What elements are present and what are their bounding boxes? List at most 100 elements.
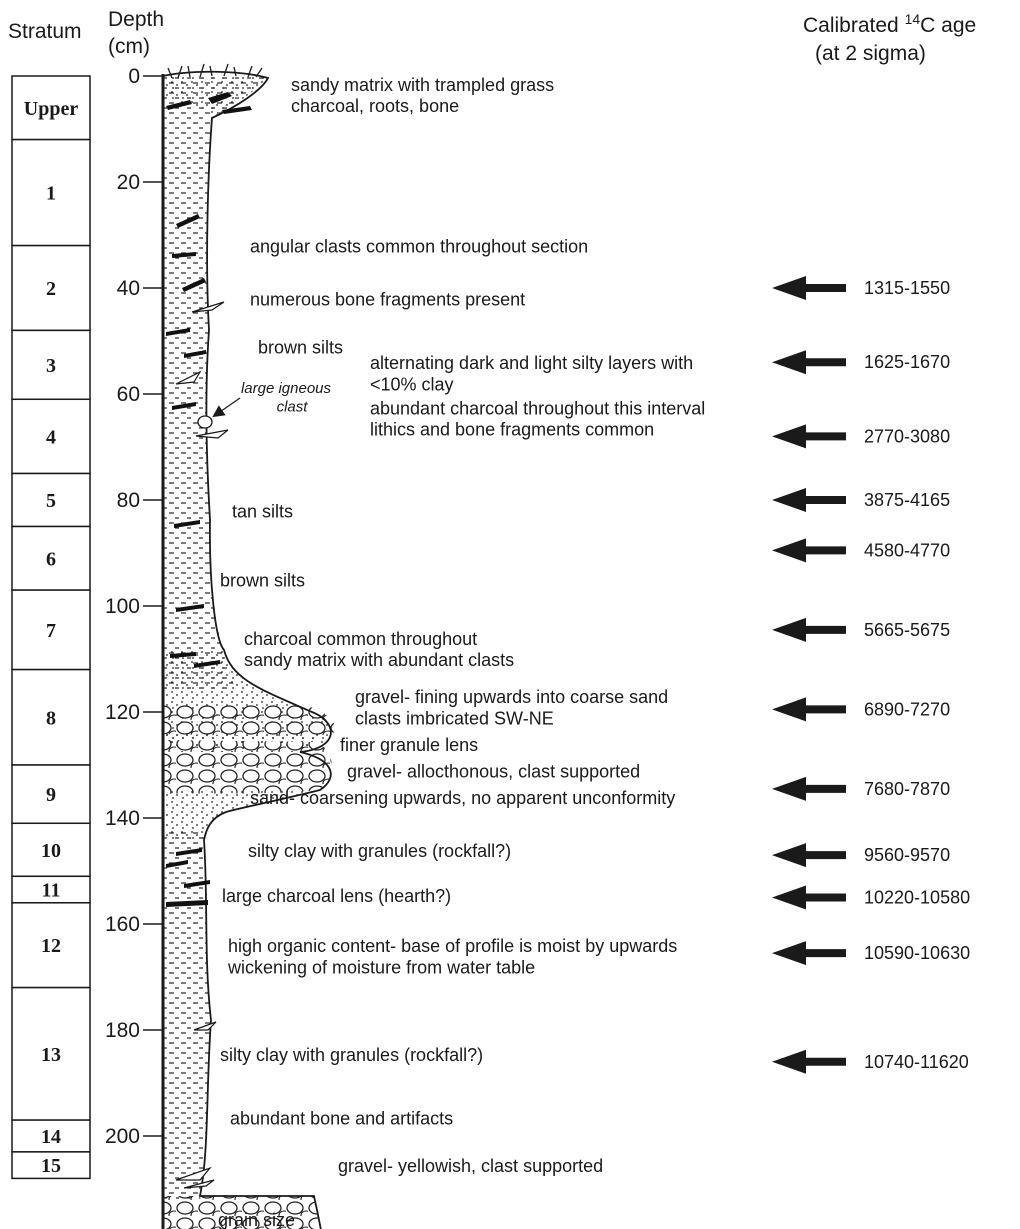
age-arrow [772,350,846,375]
annotation-text: lithics and bone fragments common [370,419,654,439]
depth-tick-label: 160 [105,913,140,936]
depth-tick-label: 140 [105,807,140,830]
annotation-text: abundant bone and artifacts [230,1108,453,1128]
stratum-cell [11,875,91,904]
stratum-cell [11,75,91,141]
age-arrow [772,776,846,801]
depth-tick-label: 0 [128,65,140,88]
annotation-text: brown silts [220,571,305,591]
stratum-label: 8 [46,707,56,729]
age-label: 3875-4165 [864,490,950,510]
annotation-text: numerous bone fragments present [250,290,525,310]
age-arrow [772,276,846,300]
depth-tick-label: 40 [117,277,140,300]
gravel-fining-unit [163,704,336,737]
depth-tick-label: 120 [105,701,140,724]
age-label: 9560-9570 [864,845,950,865]
bone-fragments [175,301,229,1189]
stratum-cell [11,589,91,671]
annotation-text: sandy matrix with abundant clasts [244,650,514,670]
annotation-text: wickening of moisture from water table [227,957,535,977]
age-label: 4580-4770 [864,540,950,560]
annotation-text: <10% clay [370,374,454,394]
age-arrow [772,941,846,966]
gravel-allochthonous-unit [163,740,332,794]
age-label: 2770-3080 [864,426,950,446]
stratum-label: 12 [41,935,61,957]
annotation-text: gravel- fining upwards into coarse sand [355,687,668,707]
age-label: 10740-11620 [864,1052,969,1072]
stratum-label: 15 [41,1155,61,1177]
stratum-label: 9 [46,784,56,806]
age-arrow [772,697,846,722]
annotation-text: large charcoal lens (hearth?) [222,886,451,906]
age-arrow [772,1049,846,1074]
clast-callout-label: large igneous [241,380,332,397]
header-depth: Depth [108,8,164,31]
stratum-label: 6 [46,548,56,570]
stratum-label: 13 [41,1044,61,1066]
stratum-label: 14 [41,1126,61,1148]
silt-lower-unit [163,830,211,1200]
depth-tick-label: 80 [117,489,140,512]
age-label: 6890-7270 [864,699,950,719]
annotation-text: gravel- yellowish, clast supported [338,1156,603,1176]
depth-ticks: 0 20 40 60 80 100 120 140 160 180 200 [105,65,163,1148]
age-label: 1625-1670 [864,352,950,372]
basal-gravel-unit [163,1196,321,1229]
stratum-label: 2 [46,278,56,300]
depth-tick-label: 60 [117,383,140,406]
annotation-text: silty clay with granules (rockfall?) [248,841,511,861]
stratum-label: 7 [46,620,56,642]
annotation-text: high organic content- base of profile is… [228,936,677,956]
header-depth-unit: (cm) [108,35,150,58]
stratum-label: 10 [41,840,61,862]
annotation-text: brown silts [258,337,343,357]
annotation-text: sandy matrix with trampled grass [291,75,554,95]
age-label: 7680-7870 [864,779,950,799]
silt-unit [163,76,270,690]
annotation-text: clasts imbricated SW-NE [355,708,554,728]
depth-tick-label: 20 [117,171,140,194]
age-arrow [772,538,846,563]
age-arrow [772,424,846,449]
annotation-labels: sandy matrix with trampled grass charcoal… [220,75,705,1176]
depth-tick-label: 180 [105,1019,140,1042]
grass-tufts [167,63,263,79]
stratum-label: 1 [46,183,56,205]
stratum-label: 5 [46,490,56,512]
header-stratum: Stratum [8,20,82,43]
age-arrow [772,488,846,512]
depth-tick-label: 100 [105,595,140,618]
depth-tick-label: 200 [105,1125,140,1148]
stratum-cell [11,138,91,247]
header-calibrated-age: Calibrated 14C age [803,11,976,37]
annotation-text: gravel- allocthonous, clast supported [347,761,640,781]
stratum-label: 3 [46,355,56,377]
age-arrow [772,617,846,642]
annotation-text: finer granule lens [340,735,478,755]
annotation-text: charcoal common throughout [244,629,477,649]
annotation-text: tan silts [232,502,293,522]
stratum-cell [11,329,91,401]
header-sigma: (at 2 sigma) [815,42,926,65]
charcoal-fragments [166,92,252,907]
annotation-text: silty clay with granules (rockfall?) [220,1045,483,1065]
x-axis-label: grain size [218,1210,295,1229]
age-markers: 1315-15501625-16702770-30803875-41654580… [772,276,970,1074]
large-igneous-clast [197,415,213,429]
stratum-cell [11,472,91,528]
stratum-label: Upper [24,98,79,120]
stratum-cell [11,1151,91,1180]
age-label: 10590-10630 [864,943,970,963]
age-label: 10220-10580 [864,888,970,908]
sand-coarsening-unit [163,790,320,840]
lithology-profile [162,63,336,1229]
clast-pointer-line [212,397,241,418]
stratum-label: 4 [46,426,56,448]
age-arrow [772,885,846,910]
annotation-text: angular clasts common throughout section [250,237,588,257]
annotation-text: alternating dark and light silty layers … [370,353,693,373]
